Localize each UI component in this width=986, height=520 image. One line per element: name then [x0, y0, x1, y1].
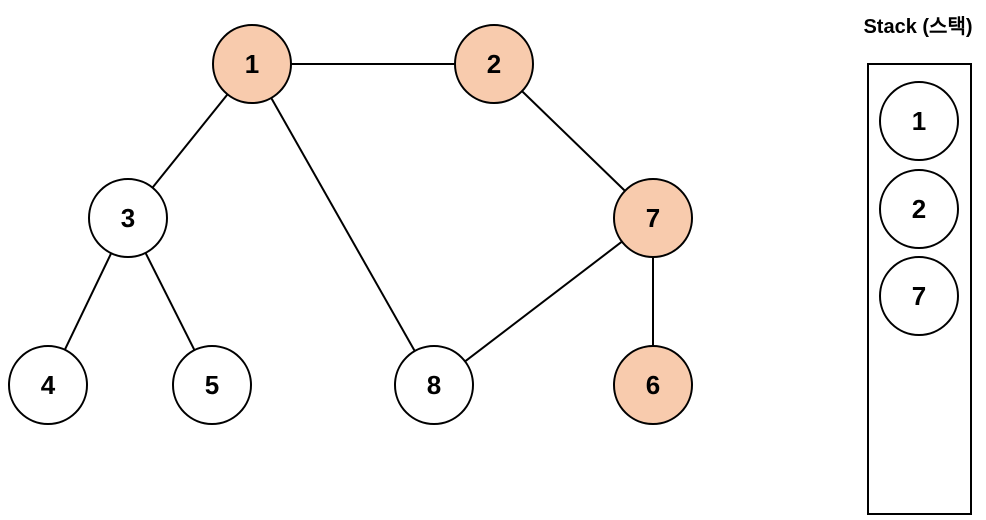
node-label: 1 [245, 49, 259, 79]
node-label: 2 [487, 49, 501, 79]
node-1: 1 [212, 24, 292, 104]
node-7: 7 [613, 178, 693, 258]
node-circle [172, 345, 252, 425]
node-label: 3 [121, 203, 135, 233]
node-layer: 1 2 3 4 5 6 7 8 [8, 24, 693, 425]
node-6: 6 [613, 345, 693, 425]
stack-item: 2 [879, 169, 959, 249]
node-circle [8, 345, 88, 425]
edge-7-8 [464, 240, 623, 363]
node-label: 4 [41, 370, 56, 400]
edge-2-7 [521, 90, 626, 192]
stack-item: 1 [879, 81, 959, 161]
stack-title: Stack (스택) [863, 15, 972, 38]
edge-3-5 [144, 252, 196, 351]
stack-item-circle [879, 256, 959, 336]
node-circle [613, 345, 693, 425]
node-5: 5 [172, 345, 252, 425]
edge-1-8 [270, 97, 416, 352]
edge-1-3 [151, 93, 229, 189]
stack-item: 7 [879, 256, 959, 336]
node-8: 8 [394, 345, 474, 425]
node-circle [212, 24, 292, 104]
stack-items: 1 2 7 [879, 81, 959, 336]
stack-item-label: 1 [912, 106, 926, 136]
stack-panel: Stack (스택) 1 2 7 [863, 15, 973, 515]
edge-layer [63, 63, 654, 363]
stack-item-label: 7 [912, 281, 926, 311]
stack-item-circle [879, 81, 959, 161]
node-label: 5 [205, 370, 219, 400]
node-circle [394, 345, 474, 425]
stack-item-circle [879, 169, 959, 249]
node-label: 8 [427, 370, 441, 400]
node-3: 3 [88, 178, 168, 258]
edge-3-4 [63, 252, 113, 351]
node-2: 2 [454, 24, 534, 104]
node-4: 4 [8, 345, 88, 425]
node-circle [88, 178, 168, 258]
node-circle [613, 178, 693, 258]
node-circle [454, 24, 534, 104]
node-label: 6 [646, 370, 660, 400]
node-label: 7 [646, 203, 660, 233]
stack-item-label: 2 [912, 194, 926, 224]
